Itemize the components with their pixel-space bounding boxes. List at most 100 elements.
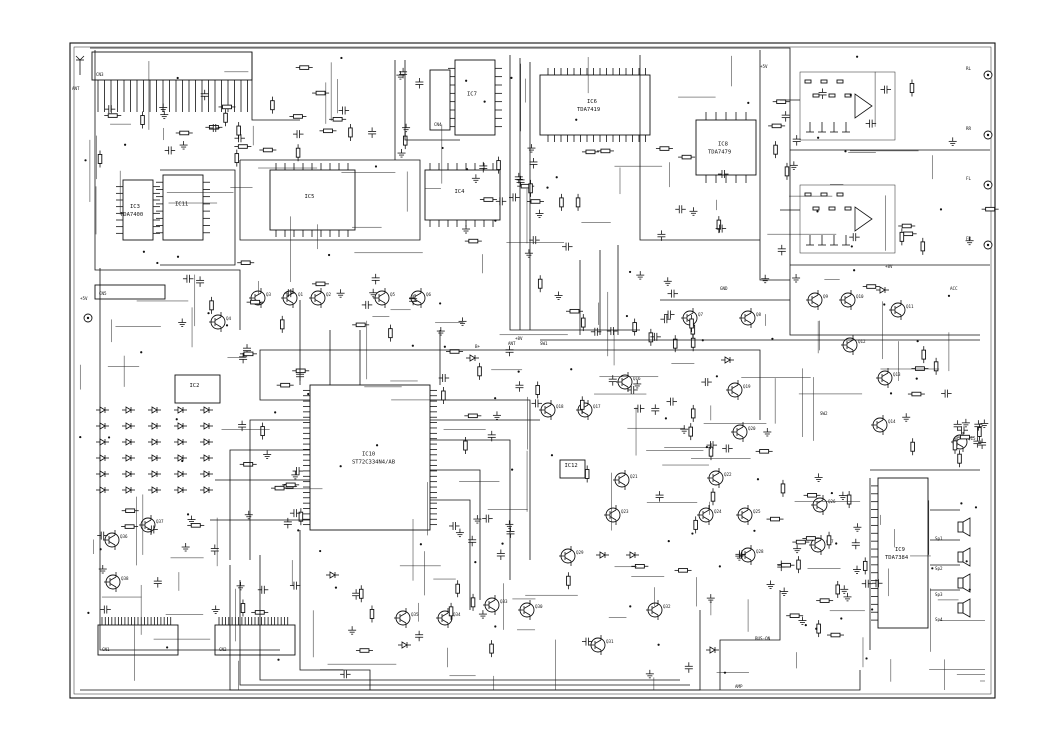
ic6-audio-processor-ref: IC6 bbox=[587, 99, 597, 105]
ic11-chip-ref: IC11 bbox=[175, 202, 188, 208]
antenna-input: ANT bbox=[72, 55, 85, 91]
transistor-q21-ref: Q21 bbox=[630, 474, 638, 479]
transistor-q12: Q12 bbox=[841, 335, 866, 355]
transistor-q38: Q38 bbox=[104, 572, 129, 592]
transistor-q30: Q30 bbox=[518, 600, 543, 620]
transistor-q22: Q22 bbox=[707, 468, 732, 488]
cn4-connector: CN4 bbox=[429, 69, 451, 131]
ic3-tuner-part: TDA7400 bbox=[120, 212, 143, 218]
transistor-q16-ref: Q16 bbox=[633, 376, 641, 381]
transistor-q35: Q35 bbox=[394, 608, 419, 628]
transistor-q23: Q23 bbox=[604, 505, 629, 525]
ic6-pins bbox=[547, 68, 646, 142]
cn1-connector-label: CN1 bbox=[102, 647, 110, 652]
transistor-q36-ref: Q36 bbox=[120, 534, 128, 539]
ic6-audio-processor-part: TDA7419 bbox=[577, 107, 600, 113]
transistor-q34-ref: Q34 bbox=[453, 612, 461, 617]
transistor-q24-ref: Q24 bbox=[714, 509, 722, 514]
ic4-chip: IC4 bbox=[424, 169, 501, 221]
ic9-power-amp-ref: IC9 bbox=[895, 547, 905, 553]
aux-input bbox=[83, 313, 93, 323]
transistor-q17: Q17 bbox=[576, 400, 601, 420]
ic4-pins bbox=[429, 163, 494, 227]
transistor-q2: Q2 bbox=[309, 288, 332, 308]
net-label-9: AMP bbox=[735, 684, 743, 689]
net-label-11: +8V bbox=[515, 336, 523, 341]
ic11-chip: IC11 bbox=[156, 174, 210, 241]
transistor-q17-ref: Q17 bbox=[593, 404, 601, 409]
transistor-q32-ref: Q32 bbox=[663, 604, 671, 609]
transistor-q8-ref: Q8 bbox=[756, 312, 762, 317]
net-label-1: +8V bbox=[885, 264, 893, 269]
transistor-q5-ref: Q5 bbox=[390, 292, 396, 297]
transistor-q28-ref: Q28 bbox=[756, 549, 764, 554]
transistor-q13-ref: Q13 bbox=[893, 372, 901, 377]
net-label-4: B+ bbox=[475, 344, 481, 349]
cn5-connector-label: CN5 bbox=[99, 291, 107, 296]
speaker-label-0: Sp1 bbox=[935, 536, 943, 541]
rca-label-1: RR bbox=[966, 126, 972, 131]
transistor-q18-ref: Q18 bbox=[556, 404, 564, 409]
transistor-q9-ref: Q9 bbox=[823, 294, 829, 299]
transistor-q12-ref: Q12 bbox=[858, 339, 866, 344]
ic4-chip-ref: IC4 bbox=[455, 189, 466, 195]
rca-label-0: RL bbox=[966, 66, 972, 71]
transistor-q18: Q18 bbox=[539, 400, 564, 420]
transistor-q6: Q6 bbox=[409, 288, 432, 308]
ic8-processor-part: TDA7479 bbox=[708, 150, 731, 156]
passive-components bbox=[97, 65, 999, 679]
net-label-7: SW2 bbox=[820, 411, 828, 416]
transistor-q14-ref: Q14 bbox=[888, 419, 896, 424]
transistor-q10-ref: Q10 bbox=[856, 294, 864, 299]
net-label-5: ANT bbox=[508, 341, 516, 346]
net-label-8: BUS-ON bbox=[755, 636, 771, 641]
transistor-q19-ref: Q19 bbox=[743, 384, 751, 389]
transistor-q9: Q9 bbox=[806, 290, 829, 310]
transistor-q11-ref: Q11 bbox=[906, 304, 914, 309]
transistor-q35-ref: Q35 bbox=[411, 612, 419, 617]
ic8-processor-ref: IC8 bbox=[718, 142, 728, 148]
transistor-q33-ref: Q33 bbox=[500, 599, 508, 604]
transistor-q22-ref: Q22 bbox=[724, 472, 732, 477]
transistor-q36: Q36 bbox=[103, 530, 128, 550]
transistor-q6-ref: Q6 bbox=[426, 292, 432, 297]
net-label-10: +5V bbox=[80, 296, 88, 301]
transistor-q2-ref: Q2 bbox=[326, 292, 332, 297]
transistor-q20: Q20 bbox=[731, 422, 756, 442]
sheet-frame bbox=[69, 42, 996, 699]
net-label-3: GND bbox=[720, 286, 728, 291]
speaker-label-3: Sp4 bbox=[935, 617, 943, 622]
transistor-q33: Q33 bbox=[483, 595, 508, 615]
ic12-chip: IC12 bbox=[559, 459, 586, 479]
transistor-q1: Q1 bbox=[281, 288, 304, 308]
transistor-q15-ref: Q15 bbox=[968, 436, 976, 441]
diodes-misc bbox=[326, 286, 889, 654]
rca-label-3: FR bbox=[966, 236, 972, 241]
transistor-q29: Q29 bbox=[559, 546, 584, 566]
transistor-q25-ref: Q25 bbox=[753, 509, 761, 514]
transistor-q1-ref: Q1 bbox=[298, 292, 304, 297]
wiring bbox=[79, 47, 990, 691]
diode-array-left bbox=[96, 406, 213, 494]
transistor-q4: Q4 bbox=[209, 312, 232, 332]
transistor-q13: Q13 bbox=[876, 368, 901, 388]
transistor-q25: Q25 bbox=[736, 505, 761, 525]
transistor-q3: Q3 bbox=[249, 288, 272, 308]
cn4-connector-label: CN4 bbox=[434, 122, 442, 127]
transistor-q11: Q11 bbox=[889, 300, 914, 320]
transistor-q7-ref: Q7 bbox=[698, 312, 704, 317]
transistor-q32: Q32 bbox=[646, 600, 671, 620]
cn3-connector-label: CN3 bbox=[96, 72, 104, 77]
net-label-6: SW1 bbox=[540, 341, 548, 346]
ic9-power-amp-part: TDA7384 bbox=[885, 555, 909, 561]
transistor-q14: Q14 bbox=[871, 415, 896, 435]
preout-block-2 bbox=[799, 184, 896, 254]
transistor-q21: Q21 bbox=[613, 470, 638, 490]
transistor-q8: Q8 bbox=[739, 308, 762, 328]
